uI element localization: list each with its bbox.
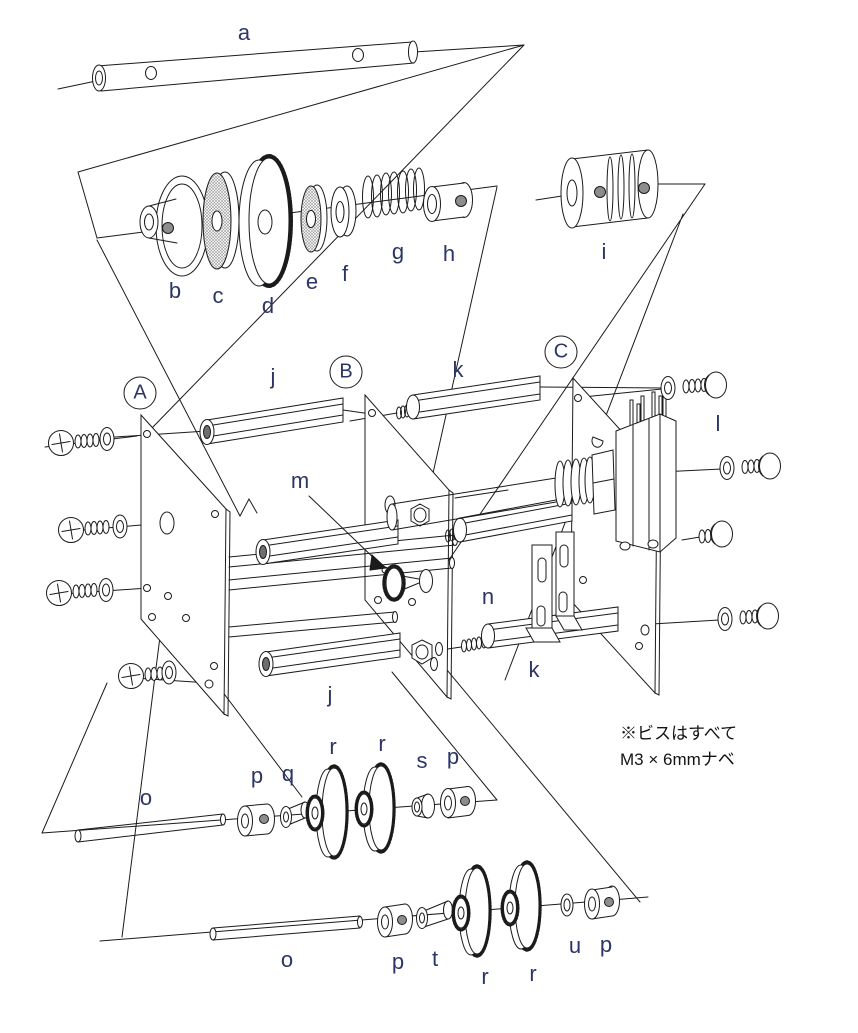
part-label-r-4: r xyxy=(529,961,537,986)
tube-a xyxy=(92,40,418,92)
screw-button xyxy=(660,371,727,400)
threaded-spacer-k2 xyxy=(461,606,619,653)
nut xyxy=(410,503,430,527)
spring-g xyxy=(362,167,425,219)
part-label-e: e xyxy=(305,269,319,294)
compound-gear-r xyxy=(305,764,349,860)
shaft-o xyxy=(74,813,226,843)
spacer-t xyxy=(416,900,453,929)
part-label-i: i xyxy=(601,239,607,264)
part-label-o-row2: o xyxy=(280,947,294,972)
part-label-l: l xyxy=(715,411,721,436)
part-label-r-2: r xyxy=(378,731,386,756)
part-label-p-3: p xyxy=(391,949,405,974)
part-label-p-4: p xyxy=(599,932,613,957)
plate-callout-a: A xyxy=(123,376,157,410)
collar-h xyxy=(423,182,473,222)
lead-screw xyxy=(386,449,616,531)
part-label-s: s xyxy=(416,748,428,773)
screw-phillips xyxy=(58,514,128,543)
part-label-r-1: r xyxy=(329,734,337,759)
part-label-k-top: k xyxy=(452,357,464,382)
hex-spacer-j1 xyxy=(199,397,344,445)
collar-p xyxy=(584,885,620,920)
washer-u xyxy=(560,893,574,917)
gear-row-2 xyxy=(209,860,620,958)
screw-phillips xyxy=(48,427,115,456)
m-arrow-line xyxy=(308,495,379,563)
bracket-n xyxy=(525,531,583,643)
spacer-q xyxy=(280,801,310,828)
part-label-o-row1: o xyxy=(139,785,153,810)
part-label-q: q xyxy=(281,761,295,786)
bushing-s xyxy=(411,793,435,819)
part-label-r-3: r xyxy=(481,964,489,989)
part-label-n: n xyxy=(481,584,495,609)
plate-a xyxy=(140,413,231,717)
compound-gear-r xyxy=(354,762,396,854)
part-label-f: f xyxy=(341,261,349,286)
threaded-spacer-k1 xyxy=(396,375,541,420)
collar-p xyxy=(237,803,275,837)
screws-right xyxy=(660,371,781,631)
screws-left xyxy=(46,427,177,689)
threaded-spacer-k3 xyxy=(445,496,573,543)
screw-note-line2: M3 × 6mmナベ xyxy=(620,750,735,770)
part-label-m: m xyxy=(290,468,310,493)
screw-phillips xyxy=(46,578,114,606)
plate-callout-c: C xyxy=(544,335,578,369)
compound-gear-r xyxy=(451,864,492,958)
collar-p xyxy=(440,786,476,819)
shaft-o xyxy=(209,915,363,941)
compound-gear-r xyxy=(500,860,542,952)
hex-spacer-j3 xyxy=(258,632,401,677)
part-label-h: h xyxy=(442,241,456,266)
screw-phillips xyxy=(118,660,177,689)
part-label-k-bottom: k xyxy=(528,657,540,682)
m-arrowhead xyxy=(369,553,388,571)
part-label-t: t xyxy=(431,946,439,971)
part-label-b: b xyxy=(168,278,182,303)
part-label-p-1: p xyxy=(250,763,264,788)
hex-spacer-j2 xyxy=(255,519,399,565)
part-label-d: d xyxy=(261,293,275,318)
collar-p xyxy=(377,903,413,938)
part-label-c: c xyxy=(212,283,224,308)
coupling-i xyxy=(560,149,659,229)
screw-button xyxy=(698,520,733,548)
nut xyxy=(411,639,433,665)
screw-button xyxy=(717,602,779,631)
screw-button xyxy=(719,452,781,480)
pinion-m xyxy=(308,495,433,602)
plate-callout-b: B xyxy=(329,355,363,389)
part-label-u: u xyxy=(568,933,582,958)
part-label-g: g xyxy=(391,239,405,264)
part-label-j-top: j xyxy=(270,364,276,389)
screw-note-line1: ※ビスはすべて xyxy=(620,724,738,743)
part-label-a: a xyxy=(237,20,251,45)
part-label-p-2: p xyxy=(446,744,460,769)
gear-train xyxy=(139,154,473,288)
screw-note: ※ビスはすべて M3 × 6mmナベ xyxy=(620,721,737,774)
part-label-j-bottom: j xyxy=(327,682,333,707)
motor-l xyxy=(615,387,677,553)
gear-row-1 xyxy=(74,762,476,860)
